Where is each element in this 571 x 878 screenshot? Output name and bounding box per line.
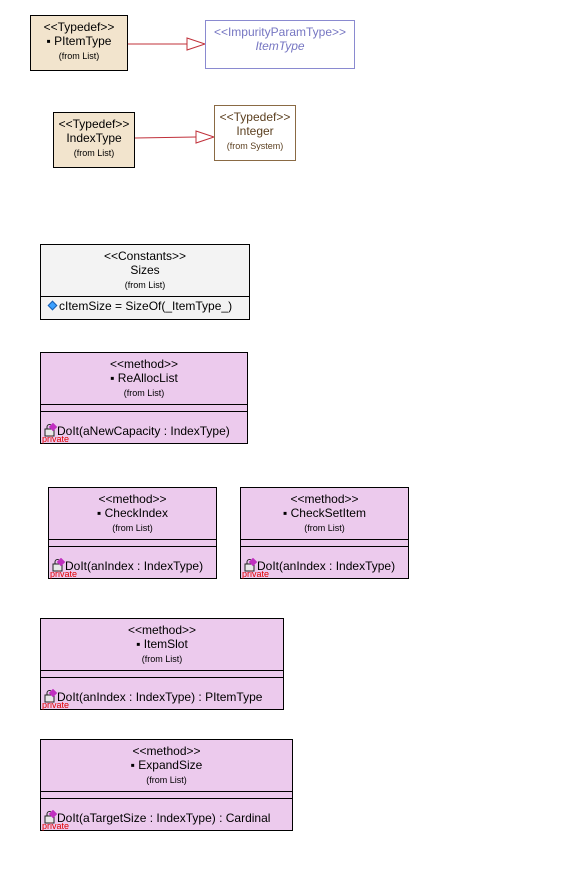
pitemtype-class[interactable]: <<Typedef>> ▪ PItemType (from List) (30, 15, 128, 71)
attribute-row[interactable]: cItemSize = SizeOf(_ItemType_) (47, 299, 233, 313)
class-name: Integer (236, 124, 274, 138)
class-name: ▪ ReAllocList (110, 371, 178, 385)
operation-row[interactable]: DoIt(aNewCapacity : IndexType) (43, 423, 230, 438)
class-name: Sizes (130, 263, 160, 277)
compartment-divider (41, 296, 249, 297)
compartment-divider (41, 677, 283, 678)
operation-text: DoIt(anIndex : IndexType) : PItemType (57, 690, 263, 704)
class-name: ▪ ExpandSize (130, 758, 203, 772)
itemslot-class[interactable]: <<method>> ▪ ItemSlot (from List) DoIt(a… (40, 618, 284, 710)
visibility-label: private (50, 569, 78, 579)
compartment-divider (41, 798, 292, 799)
class-name: ▪ CheckSetItem (283, 506, 366, 520)
class-name: ▪ CheckIndex (97, 506, 168, 520)
package-label: (from List) (141, 654, 183, 664)
reallocList-class[interactable]: <<method>> ▪ ReAllocList (from List) DoI… (40, 352, 248, 444)
package-label: (from List) (124, 280, 166, 290)
operation-row[interactable]: DoIt(anIndex : IndexType) (243, 558, 395, 573)
lock-icon (44, 423, 57, 437)
operation-text: DoIt(anIndex : IndexType) (65, 559, 204, 573)
operation-row[interactable]: DoIt(anIndex : IndexType) : PItemType (43, 689, 262, 704)
compartment-divider (41, 670, 283, 671)
realization-link-pitemtype (128, 37, 207, 51)
operation-text: DoIt(aNewCapacity : IndexType) (57, 424, 230, 438)
diamond-icon (47, 300, 58, 311)
package-label: (from List) (304, 523, 345, 533)
class-name: ItemType (255, 39, 305, 53)
package-label: (from List) (146, 775, 187, 785)
class-name: IndexType (66, 131, 122, 145)
class-name: ▪ ItemSlot (136, 637, 188, 651)
package-label: (from List) (112, 523, 153, 533)
stereotype-label: <<method>> (109, 357, 179, 371)
stereotype-label: <<method>> (98, 492, 167, 506)
integer-class[interactable]: <<Typedef>> Integer (from System) (214, 105, 296, 161)
visibility-label: private (42, 434, 70, 444)
compartment-divider (49, 546, 216, 547)
sizes-class[interactable]: <<Constants>> Sizes (from List) cItemSiz… (40, 244, 250, 320)
lock-icon (244, 558, 257, 572)
package-label: (from List) (73, 148, 115, 158)
stereotype-label: <<ImpurityParamType>> (213, 25, 347, 39)
lock-icon (44, 689, 57, 703)
visibility-label: private (42, 821, 70, 831)
operation-row[interactable]: DoIt(aTargetSize : IndexType) : Cardinal (43, 810, 270, 825)
stereotype-label: <<method>> (290, 492, 359, 506)
stereotype-label: <<Typedef>> (58, 117, 130, 131)
compartment-divider (41, 404, 247, 405)
package-label: (from List) (123, 388, 165, 398)
stereotype-label: <<Typedef>> (219, 110, 291, 124)
stereotype-label: <<Constants>> (103, 249, 187, 263)
lock-icon (44, 810, 57, 824)
stereotype-label: <<method>> (132, 744, 201, 758)
compartment-divider (41, 411, 247, 412)
operation-row[interactable]: DoIt(anIndex : IndexType) (51, 558, 203, 573)
lock-icon (52, 558, 65, 572)
operation-text: DoIt(anIndex : IndexType) (257, 559, 396, 573)
checksetitem-class[interactable]: <<method>> ▪ CheckSetItem (from List) Do… (240, 487, 409, 579)
compartment-divider (241, 539, 408, 540)
class-name: ▪ PItemType (46, 34, 112, 48)
stereotype-label: <<Typedef>> (43, 20, 115, 34)
realization-link-indextype (134, 130, 216, 144)
stereotype-label: <<method>> (127, 623, 197, 637)
compartment-divider (49, 539, 216, 540)
itemtype-class[interactable]: <<ImpurityParamType>> ItemType (205, 20, 355, 69)
compartment-divider (241, 546, 408, 547)
visibility-label: private (242, 569, 270, 579)
checkindex-class[interactable]: <<method>> ▪ CheckIndex (from List) DoIt… (48, 487, 217, 579)
visibility-label: private (42, 700, 70, 710)
package-label: (from System) (226, 141, 284, 151)
expandsize-class[interactable]: <<method>> ▪ ExpandSize (from List) DoIt… (40, 739, 293, 831)
indextype-class[interactable]: <<Typedef>> IndexType (from List) (53, 112, 135, 168)
compartment-divider (41, 791, 292, 792)
package-label: (from List) (58, 51, 100, 61)
attribute-text: cItemSize = SizeOf(_ItemType_) (59, 299, 233, 313)
operation-text: DoIt(aTargetSize : IndexType) : Cardinal (57, 811, 271, 825)
